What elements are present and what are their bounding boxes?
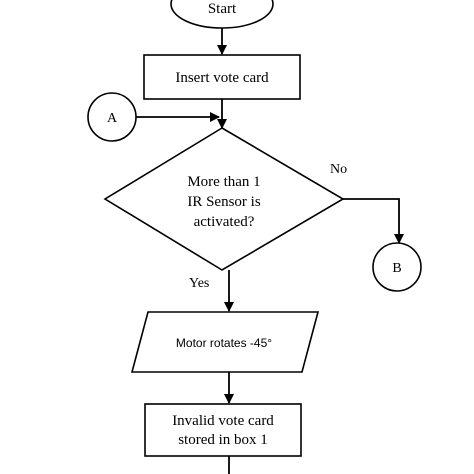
invalid-vote-card-process: Invalid vote card stored in box 1 <box>144 403 302 457</box>
no-branch-label: No <box>330 162 347 177</box>
connector-b-label: B <box>392 261 401 276</box>
decision-line-3: activated? <box>194 214 255 230</box>
arrow-no-to-b <box>343 198 404 244</box>
yes-branch-label: Yes <box>189 276 209 291</box>
invalid-vote-card-box <box>144 403 302 457</box>
connector-b: B <box>372 242 422 292</box>
start-terminal: Start <box>170 0 274 29</box>
insert-vote-card-box <box>143 54 301 100</box>
decision-ir-sensor: More than 1 IR Sensor is activated? <box>103 127 345 271</box>
motor-rotates-label: Motor rotates -45° <box>176 336 272 350</box>
start-label: Start <box>208 1 237 17</box>
decision-diamond <box>103 127 345 271</box>
connector-a-label: A <box>107 111 118 126</box>
decision-line-2: IR Sensor is <box>187 194 261 210</box>
insert-vote-card-process: Insert vote card <box>143 54 301 100</box>
connector-b-circle <box>372 242 422 292</box>
decision-line-1: More than 1 <box>187 174 260 190</box>
invalid-card-line-2: stored in box 1 <box>178 432 268 448</box>
invalid-card-line-1: Invalid vote card <box>172 413 274 429</box>
motor-rotates-io: Motor rotates -45° <box>130 311 320 373</box>
motor-rotates-parallelogram <box>130 311 320 373</box>
connector-a: A <box>87 92 137 142</box>
insert-vote-card-label: Insert vote card <box>175 70 269 86</box>
